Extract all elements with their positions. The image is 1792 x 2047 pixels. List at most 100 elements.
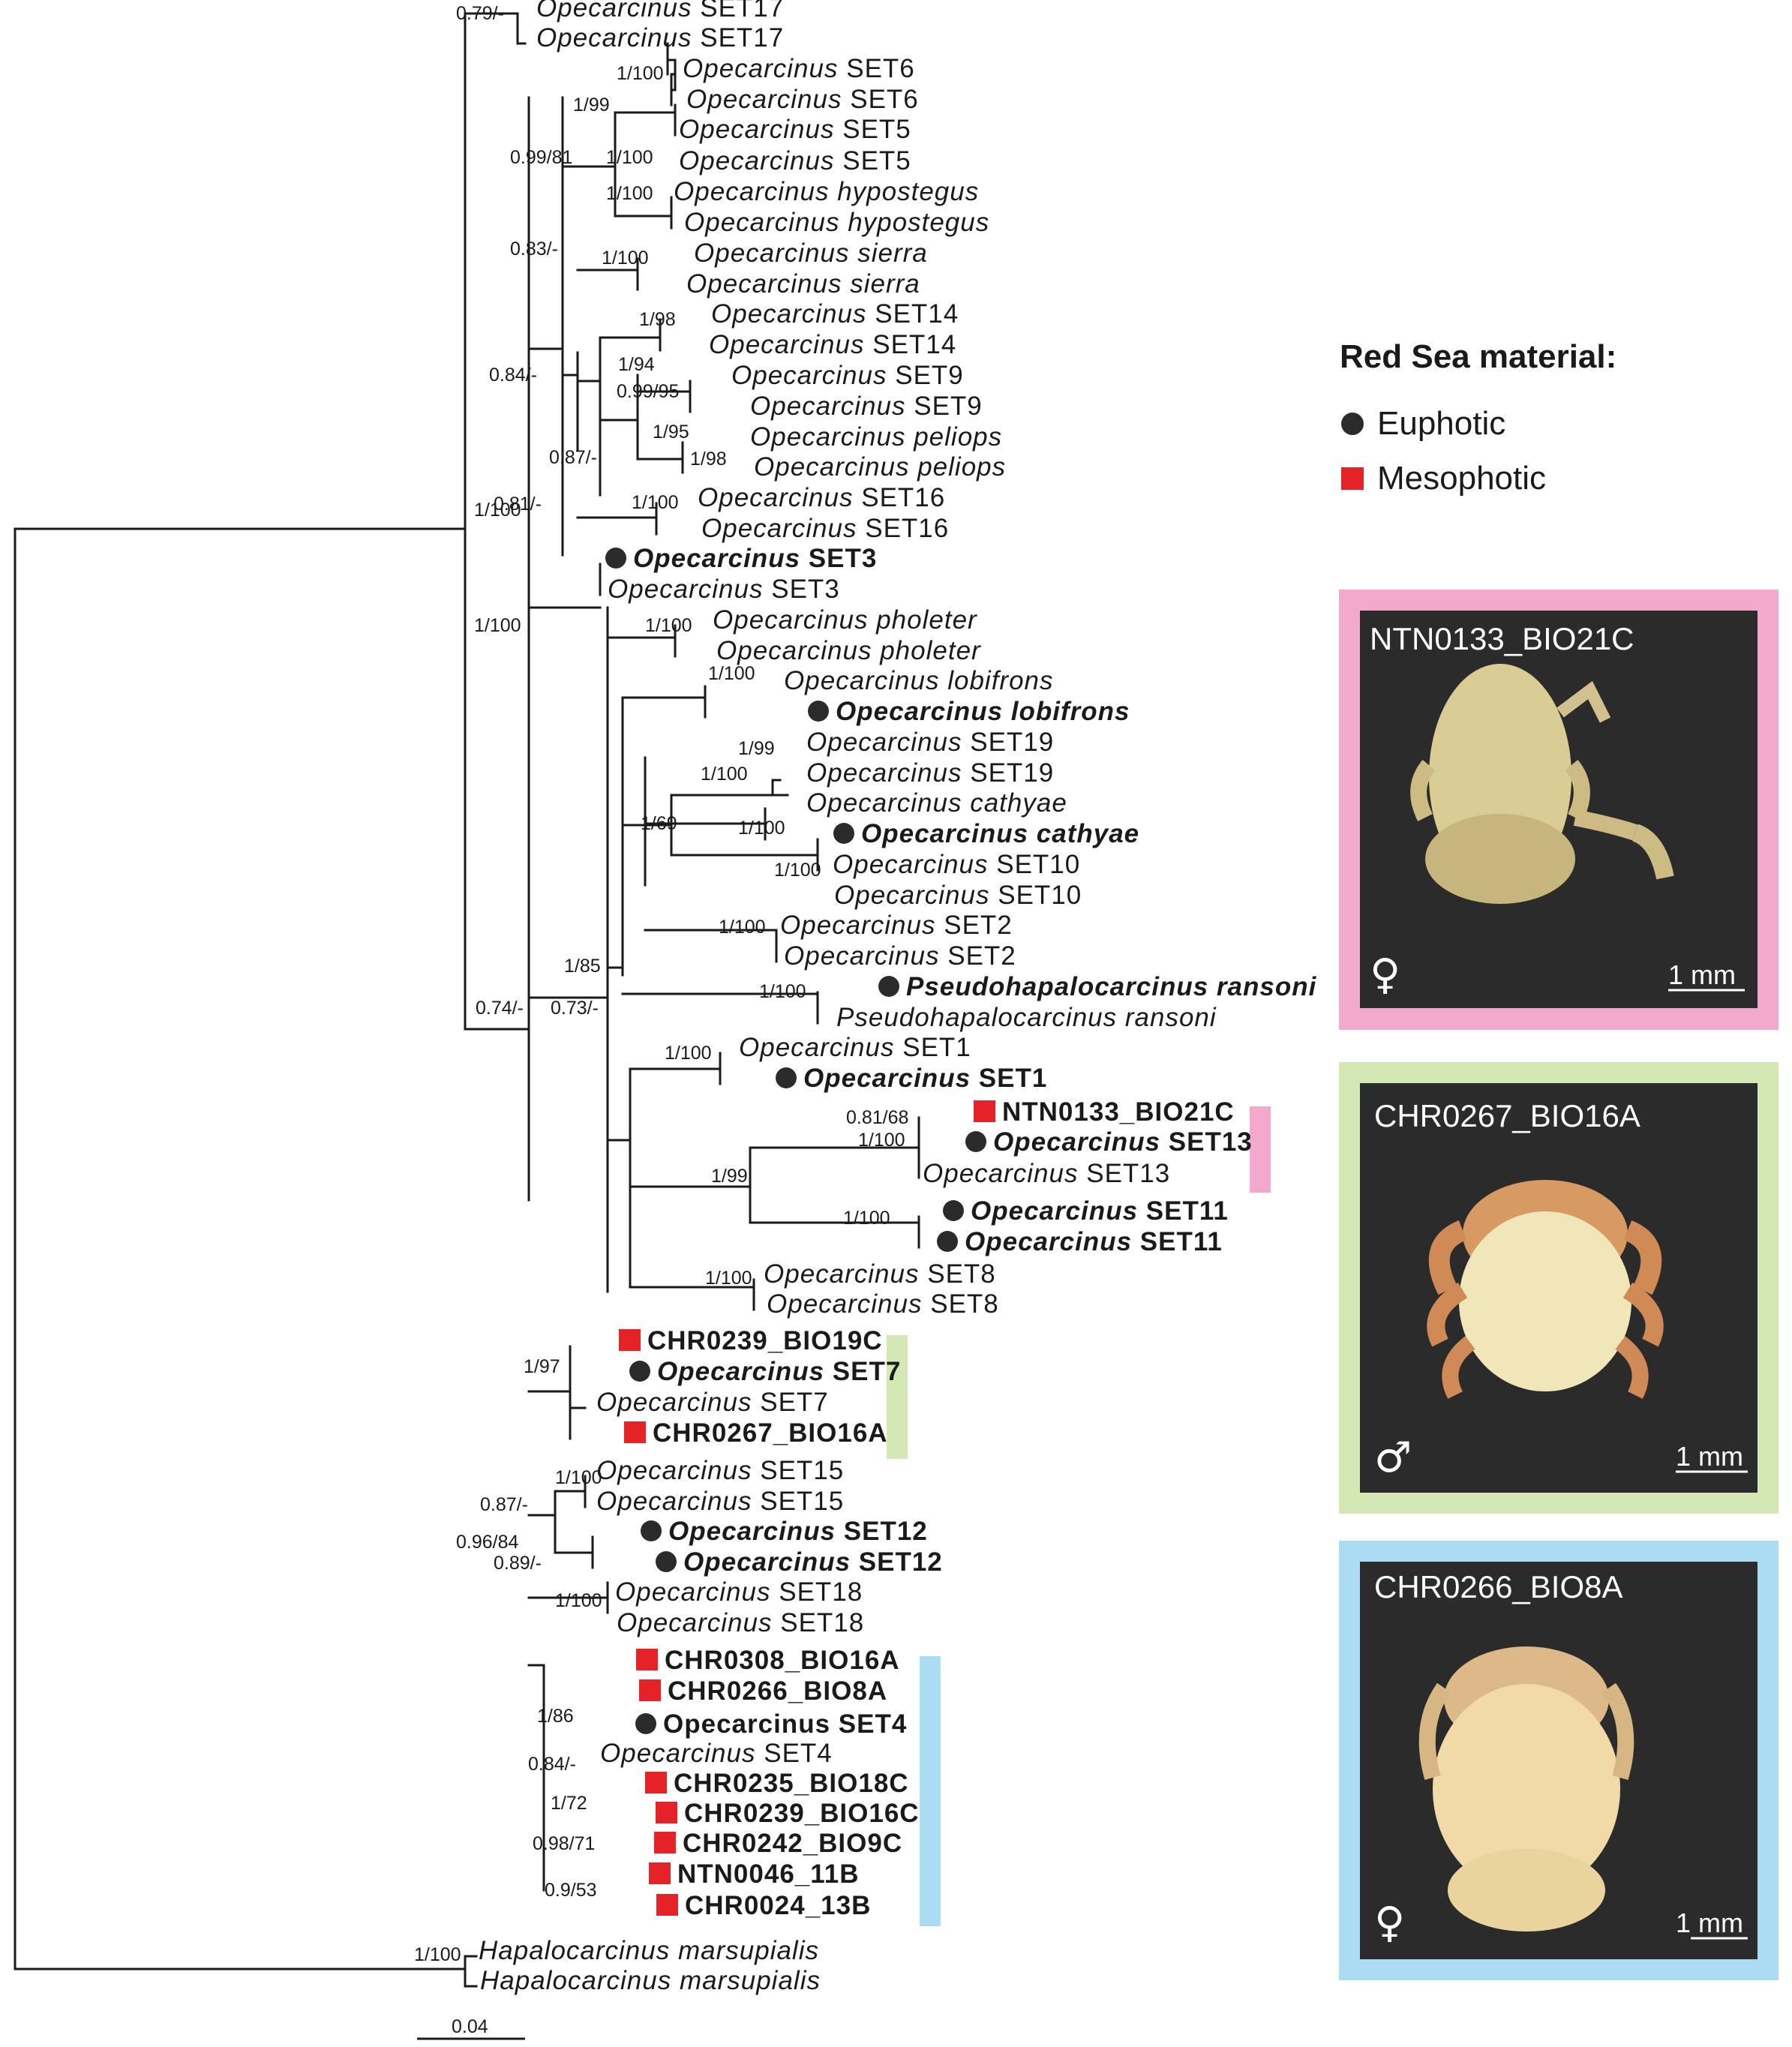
mesophotic-marker-icon [639,1679,661,1701]
support-value: 1/98 [639,309,676,330]
support-value: 1/100 [665,1043,712,1064]
genus-name: Opecarcinus [784,666,947,695]
legend-mesophotic: Mesophotic [1377,460,1546,497]
genus-name: Opecarcinus [679,115,842,144]
support-value: 1/100 [759,981,806,1002]
genus-name: Pseudohapalocarcinus [836,1003,1125,1032]
genus-name: Opecarcinus [767,1289,930,1319]
epithet-name: SET14 [875,299,959,329]
clade-bar-green [887,1335,908,1459]
epithet-name: SET2 [947,941,1016,971]
tip-label: Opecarcinus SET5 [679,115,911,144]
tip-label: Opecarcinus SET14 [711,299,959,329]
epithet-name: SET15 [760,1456,844,1485]
genus-name: Opecarcinus [694,239,857,268]
epithet-name: SET11 [1146,1196,1229,1226]
genus-name: Opecarcinus [750,422,914,452]
euphotic-marker-icon [605,548,626,569]
genus-name: Opecarcinus [686,85,850,114]
genus-name: Opecarcinus [683,54,846,83]
tip-label: Opecarcinus SET3 [608,575,840,604]
photo-panel-1: NTN0133_BIO21C ♀ 1 mm [1339,590,1778,1030]
tip-label: Opecarcinus SET9 [750,392,983,421]
support-value: 1/97 [524,1356,560,1377]
epithet-name: peliops [913,422,1002,452]
support-value: 0.84/- [528,1754,576,1775]
genus-name: Opecarcinus [713,605,876,635]
tip-label: Opecarcinus cathyae [806,788,1067,818]
euphotic-marker-icon [878,976,899,997]
tip-label: Hapalocarcinus marsupialis [480,1966,821,1995]
epithet-name: SET6 [850,85,919,114]
genus-name: Opecarcinus [536,0,700,23]
genus-name: Opecarcinus [731,361,895,390]
genus-name: Opecarcinus [701,514,865,543]
tip-label: CHR0242_BIO9C [683,1829,902,1858]
epithet-name: SET4 [764,1739,833,1768]
genus-name: Opecarcinus [536,23,700,53]
epithet-name: lobifrons [947,666,1053,695]
epithet-name: hypostegus [848,208,989,237]
epithet-name: ransoni [1125,1003,1217,1032]
epithet-name: SET1 [902,1033,971,1062]
epithet-name: SET17 [700,0,784,23]
tip-label: Opecarcinus SET14 [709,330,956,359]
photo-label: CHR0267_BIO16A [1374,1098,1640,1133]
epithet-name: SET19 [970,758,1054,788]
tip-label: Opecarcinus SET16 [701,514,949,543]
tip-label: Opecarcinus SET1 [739,1033,971,1062]
epithet-name: hypostegus [837,177,979,206]
photo-label: NTN0133_BIO21C [1370,621,1634,656]
epithet-name: SET16 [861,483,945,512]
genus-name: Opecarcinus [716,636,880,665]
female-symbol-icon: ♀ [1370,950,1400,999]
support-value: 1/100 [474,615,521,636]
legend-title: Red Sea material: [1340,338,1616,375]
tip-label: Opecarcinus SET4 [600,1739,833,1768]
support-value: 0.81/68 [846,1107,908,1128]
epithet-name: SET1 [979,1064,1048,1093]
tip-label: CHR0024_13B [685,1891,871,1920]
tip-label: Opecarcinus SET6 [683,54,915,83]
epithet-name: SET13 [1169,1127,1253,1157]
tip-label: Opecarcinus SET4 [663,1709,907,1739]
support-value: 0.81/- [494,494,542,515]
tip-label: Opecarcinus SET13 [993,1127,1253,1157]
epithet-name: SET10 [996,850,1080,879]
epithet-name: SET16 [865,514,949,543]
support-value: 1/100 [606,147,653,168]
epithet-name: marsupialis [678,1936,819,1965]
tip-label: CHR0239_BIO16C [684,1799,920,1828]
genus-name: Opecarcinus [965,1227,1140,1256]
support-value: 1/100 [555,1467,602,1488]
tip-label: Opecarcinus SET3 [633,544,877,573]
tip-label: Opecarcinus SET11 [971,1196,1229,1226]
tip-label: Opecarcinus SET8 [767,1289,999,1319]
genus-name: Opecarcinus [836,697,1011,726]
support-value: 1/100 [701,764,748,785]
mesophotic-marker-icon [636,1649,658,1670]
mesophotic-marker-icon [656,1802,677,1823]
euphotic-marker-icon [635,1713,656,1734]
epithet-name: SET18 [779,1577,863,1607]
genus-name: Opecarcinus [780,911,944,940]
epithet-name: pholeter [875,605,977,635]
tip-label: Opecarcinus SET6 [686,85,919,114]
tip-label: NTN0046_11B [677,1859,860,1889]
support-value: 0.96/84 [456,1532,519,1553]
genus-name: Hapalocarcinus [480,1966,680,1995]
genus-name: Opecarcinus [834,881,998,910]
tip-label: Hapalocarcinus marsupialis [479,1936,819,1965]
tip-label: Opecarcinus SET8 [764,1259,996,1289]
tree-branches [14,12,920,1988]
tip-label: Opecarcinus cathyae [861,819,1139,848]
tip-label: Opecarcinus SET12 [668,1517,928,1546]
epithet-name: SET12 [844,1517,928,1546]
genus-name: Opecarcinus [806,788,970,818]
female-symbol-icon: ♀ [1374,1898,1405,1947]
genus-name: Opecarcinus [600,1739,764,1768]
support-value: 1/95 [653,422,689,443]
euphotic-marker-icon [937,1231,958,1252]
genus-name: Opecarcinus [615,1577,779,1607]
